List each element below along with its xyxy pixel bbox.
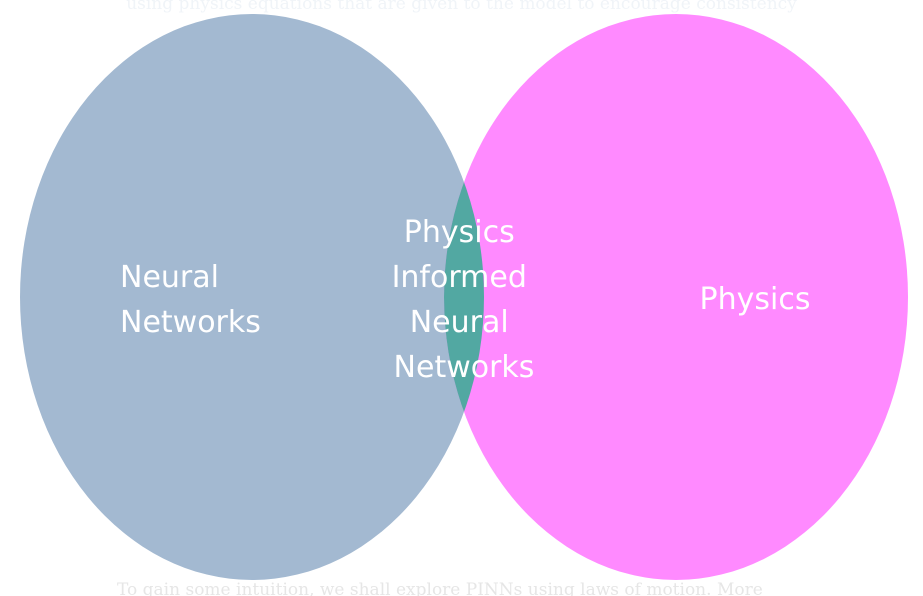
physics-label: Physics: [700, 282, 811, 317]
neural-networks-label: Neural Networks: [120, 260, 261, 340]
physics-label-line-1: Physics: [700, 282, 811, 317]
pinn-label: Physics Informed Neural Networks: [392, 215, 537, 385]
neural-networks-label-line-1: Neural: [120, 260, 219, 295]
bottom-caption-text: To gain some intuition, we shall explore…: [117, 580, 763, 596]
neural-networks-label-line-2: Networks: [120, 305, 261, 340]
pinn-label-line-2: Informed: [392, 260, 527, 295]
pinn-label-line-3: Neural: [410, 305, 509, 340]
pinn-label-line-1: Physics: [404, 215, 515, 250]
physics-circle: [444, 14, 908, 580]
top-caption-text: using physics equations that are given t…: [126, 0, 797, 14]
neural-networks-circle: [20, 14, 484, 580]
pinn-label-line-4: Networks: [394, 350, 535, 385]
